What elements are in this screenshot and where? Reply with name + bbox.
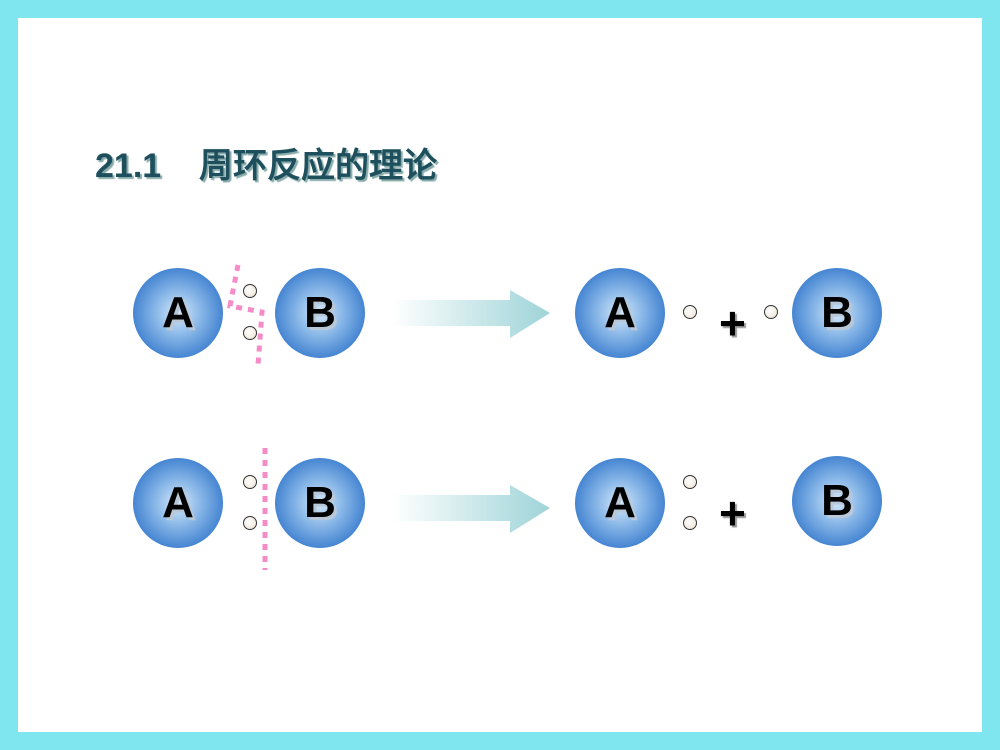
electron: [683, 475, 697, 489]
atom-b-product: B: [792, 456, 882, 546]
atom-a-product: A: [575, 458, 665, 548]
atom-b: B: [275, 458, 365, 548]
atom-a: A: [133, 268, 223, 358]
electron: [683, 305, 697, 319]
atom-b: B: [275, 268, 365, 358]
bond-break-line-1: [227, 264, 265, 366]
electron: [243, 326, 257, 340]
slide: [18, 18, 982, 732]
plus-sign: +: [719, 297, 746, 349]
atom-a: A: [133, 458, 223, 548]
atom-a-product: A: [575, 268, 665, 358]
electron: [243, 516, 257, 530]
electron: [243, 284, 257, 298]
atom-b-product: B: [792, 268, 882, 358]
electron: [243, 475, 257, 489]
electron: [683, 516, 697, 530]
electron: [764, 305, 778, 319]
slide-title: 21.1 周环反应的理论: [95, 147, 437, 185]
reaction-arrow-2: [392, 485, 550, 533]
plus-sign: +: [719, 487, 746, 539]
reaction-arrow-1: [392, 290, 550, 338]
